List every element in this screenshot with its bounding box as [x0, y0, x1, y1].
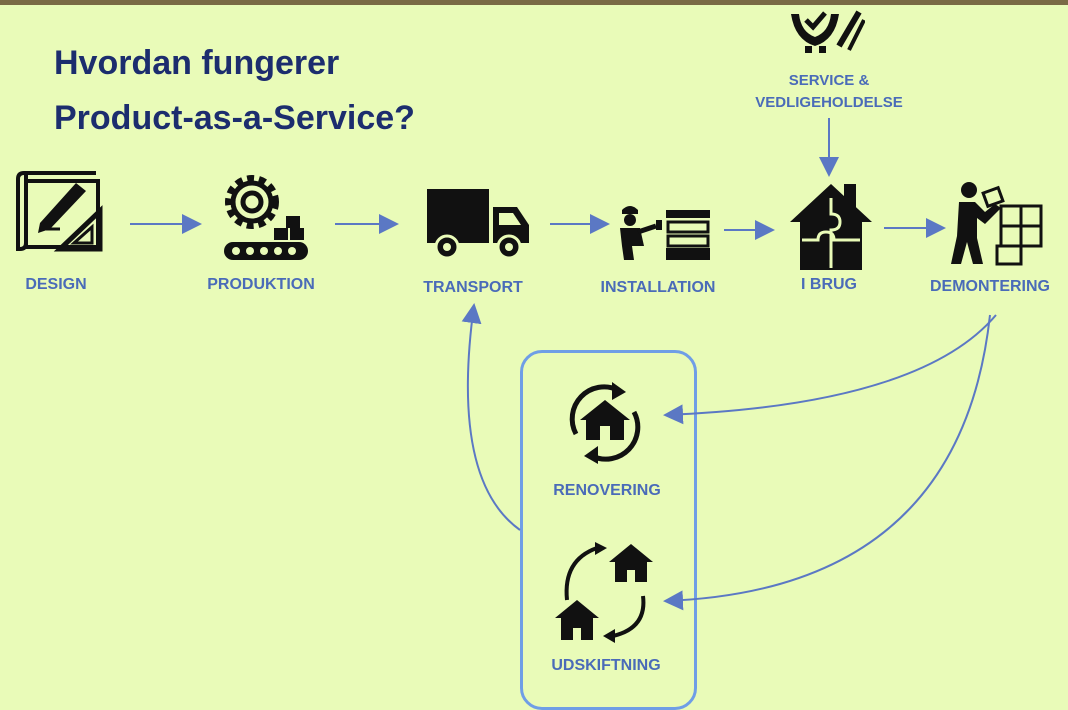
step-label-installation: INSTALLATION — [600, 279, 716, 296]
gear-check-wrench-icon — [791, 10, 865, 53]
page-title-line-1: Hvordan fungerer — [54, 44, 340, 82]
step-label-i-brug: I BRUG — [801, 276, 857, 293]
top-photo-strip — [0, 0, 1068, 5]
service-label-line-2: VEDLIGEHOLDELSE — [755, 94, 903, 111]
arrow-demontering-to-udskiftning — [663, 314, 991, 611]
truck-icon — [427, 189, 529, 260]
step-label-design: DESIGN — [25, 276, 87, 293]
arrow-loop-to-transport — [461, 303, 521, 531]
blueprint-pencil-icon — [16, 171, 103, 252]
service-label: SERVICE & VEDLIGEHOLDELSE — [755, 70, 903, 114]
step-label-produktion: PRODUKTION — [207, 276, 315, 293]
service-label-line-1: SERVICE & — [788, 72, 870, 89]
option-label-renovering: RENOVERING — [553, 482, 661, 499]
step-label-transport: TRANSPORT — [423, 279, 523, 296]
house-swap-icon — [555, 542, 653, 643]
person-puzzle-icon — [951, 182, 1043, 266]
house-puzzle-icon — [790, 184, 872, 270]
house-refresh-icon — [569, 382, 641, 464]
page-title-line-2: Product-as-a-Service? — [54, 99, 415, 137]
option-label-udskiftning: UDSKIFTNING — [551, 657, 661, 674]
worker-installing-icon — [620, 206, 710, 260]
step-label-demontering: DEMONTERING — [930, 278, 1050, 295]
arrow-demontering-to-renovering — [663, 314, 997, 425]
gear-conveyor-icon — [224, 175, 308, 260]
